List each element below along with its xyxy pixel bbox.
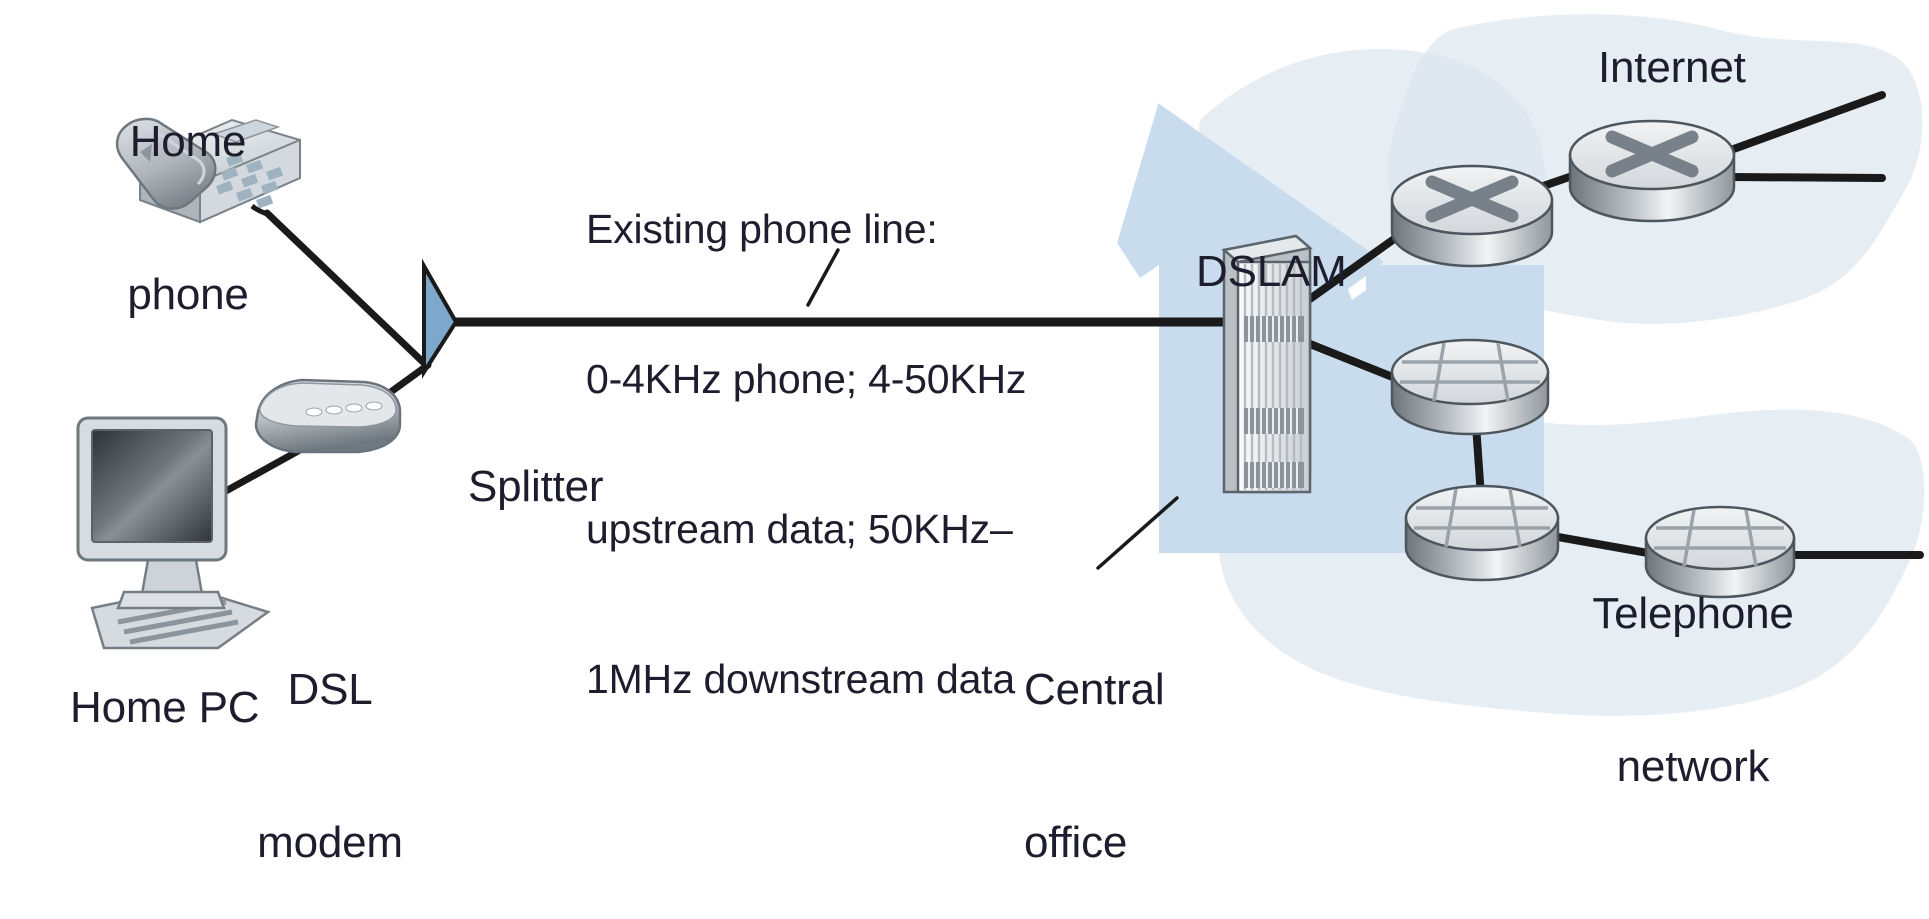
diagram-canvas: Home phone Home PC DSL modem Splitter Ex… xyxy=(70,14,1925,867)
links xyxy=(184,91,1924,570)
phone-line-note-line-1: Existing phone line: xyxy=(586,206,938,253)
link-dslam-switch-co xyxy=(1296,336,1404,384)
phone-line-note-line-3: upstream data; 50KHz– xyxy=(586,506,1013,553)
phone-line-note: Existing phone line: 0-4KHz phone; 4-50K… xyxy=(586,104,1026,754)
central-office-label-line1: Central xyxy=(1024,665,1165,715)
phone-line-note-line-4: 1MHz downstream data xyxy=(586,656,1015,703)
link-home-phone-splitter xyxy=(263,209,429,368)
dslam-rack-icon xyxy=(1221,234,1313,494)
telephone-network-label: Telephone network xyxy=(1578,486,1808,843)
router-internet-icon xyxy=(1568,119,1736,223)
home-phone-label-line2: phone xyxy=(127,270,249,320)
home-phone-label: Home phone xyxy=(98,14,278,371)
leader-phone-line-note xyxy=(806,248,840,307)
telephone-switch-tn1-icon xyxy=(1404,484,1560,582)
link-internet-out-lower xyxy=(1727,173,1886,182)
telephone-network-label-line2: network xyxy=(1616,742,1770,792)
central-office-label-line2: office xyxy=(1024,818,1128,868)
home-pc-label: Home PC xyxy=(70,683,260,732)
internet-label: Internet xyxy=(1598,43,1746,92)
dsl-modem-label: DSL modem xyxy=(250,562,410,919)
telephone-switch-co-icon xyxy=(1390,338,1550,436)
router-central-office-icon xyxy=(1390,164,1554,268)
home-phone-icon xyxy=(115,117,301,224)
dslam-label: DSLAM xyxy=(1196,247,1347,296)
dsl-modem-label-line1: DSL xyxy=(287,665,373,715)
home-phone-label-line1: Home xyxy=(129,117,247,167)
splitter-label: Splitter xyxy=(468,462,604,511)
leader-central-office xyxy=(1096,496,1179,570)
telephone-network-label-line1: Telephone xyxy=(1592,589,1794,639)
link-tn1-tn2 xyxy=(1554,533,1652,557)
dsl-modem-label-line2: modem xyxy=(257,818,403,868)
link-dslam-router-co xyxy=(1296,228,1408,310)
home-pc-icon xyxy=(76,416,271,650)
central-office-label: Central office xyxy=(1024,562,1165,919)
link-internet-out-upper xyxy=(1727,91,1886,154)
dsl-modem-icon xyxy=(254,378,402,454)
phone-line-note-line-2: 0-4KHz phone; 4-50KHz xyxy=(586,356,1027,403)
splitter-icon xyxy=(422,258,459,379)
network-diagram-svg xyxy=(76,14,1925,716)
telephone-switch-tn2-icon xyxy=(1644,505,1796,599)
